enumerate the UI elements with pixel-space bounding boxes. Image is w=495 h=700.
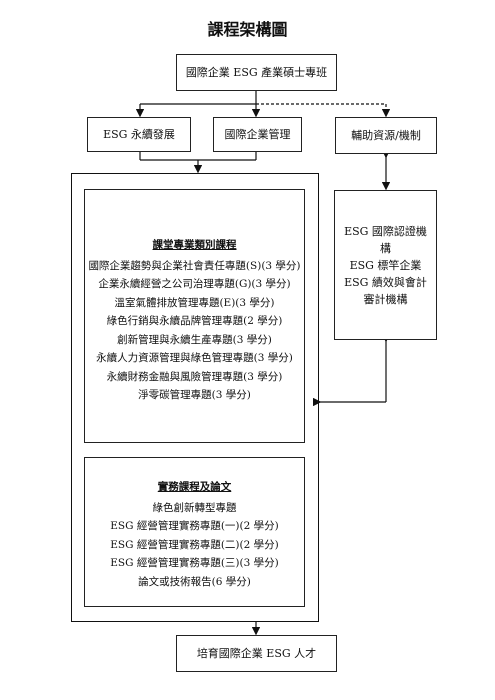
practice-item: 論文或技術報告(6 學分) — [138, 575, 251, 588]
program-box: 國際企業 ESG 產業碩士專班 — [176, 54, 337, 91]
intl-management-box: 國際企業管理 — [213, 117, 302, 152]
course-item: 綠色行銷與永續品牌管理專題(2 學分) — [106, 315, 283, 327]
diagram-title: 課程架構圖 — [207, 20, 288, 39]
course-item: 淨零碳管理專題(3 學分) — [138, 389, 251, 401]
practice-panel: 實務課程及論文 綠色創新轉型專題 ESG 經營管理實務專題(一)(2 學分) E… — [84, 457, 305, 607]
course-item: 溫室氣體排放管理專題(E)(3 學分) — [114, 296, 275, 309]
course-item: 創新管理與永續生產專題(3 學分) — [117, 333, 272, 346]
course-panel: 課堂專業類別課程 國際企業趨勢與企業社會責任專題(S)(3 學分) 企業永續經營… — [84, 189, 305, 443]
practice-item: ESG 經營管理實務專題(二)(2 學分) — [110, 538, 279, 551]
support-detail-box: ESG 國際認證機構 ESG 標竿企業 ESG 績效與會計審計機構 — [334, 190, 437, 340]
course-item: 國際企業趨勢與企業社會責任專題(S)(3 學分) — [88, 259, 301, 272]
practice-item: ESG 經營管理實務專題(三)(3 學分) — [110, 557, 279, 569]
course-item: 企業永續經營之公司治理專題(G)(3 學分) — [98, 278, 291, 290]
practice-panel-heading: 實務課程及論文 — [157, 481, 232, 493]
course-item: 永續財務金融與風險管理專題(3 學分) — [106, 370, 283, 383]
support-detail-item: ESG 標竿企業 — [349, 258, 422, 272]
outcome-box: 培育國際企業 ESG 人才 — [176, 635, 337, 672]
support-detail-item: ESG 績效與會計審計機構 — [344, 275, 427, 306]
esg-development-box: ESG 永續發展 — [87, 117, 191, 152]
support-detail-item: ESG 國際認證機構 — [344, 224, 427, 255]
course-item: 永續人力資源管理與綠色管理專題(3 學分) — [96, 352, 293, 364]
practice-item: 綠色創新轉型專題 — [152, 501, 237, 514]
course-panel-heading: 課堂專業類別課程 — [152, 239, 237, 251]
practice-item: ESG 經營管理實務專題(一)(2 學分) — [110, 520, 279, 532]
support-resources-box: 輔助資源/機制 — [335, 117, 437, 154]
curriculum-frame — [71, 173, 319, 622]
